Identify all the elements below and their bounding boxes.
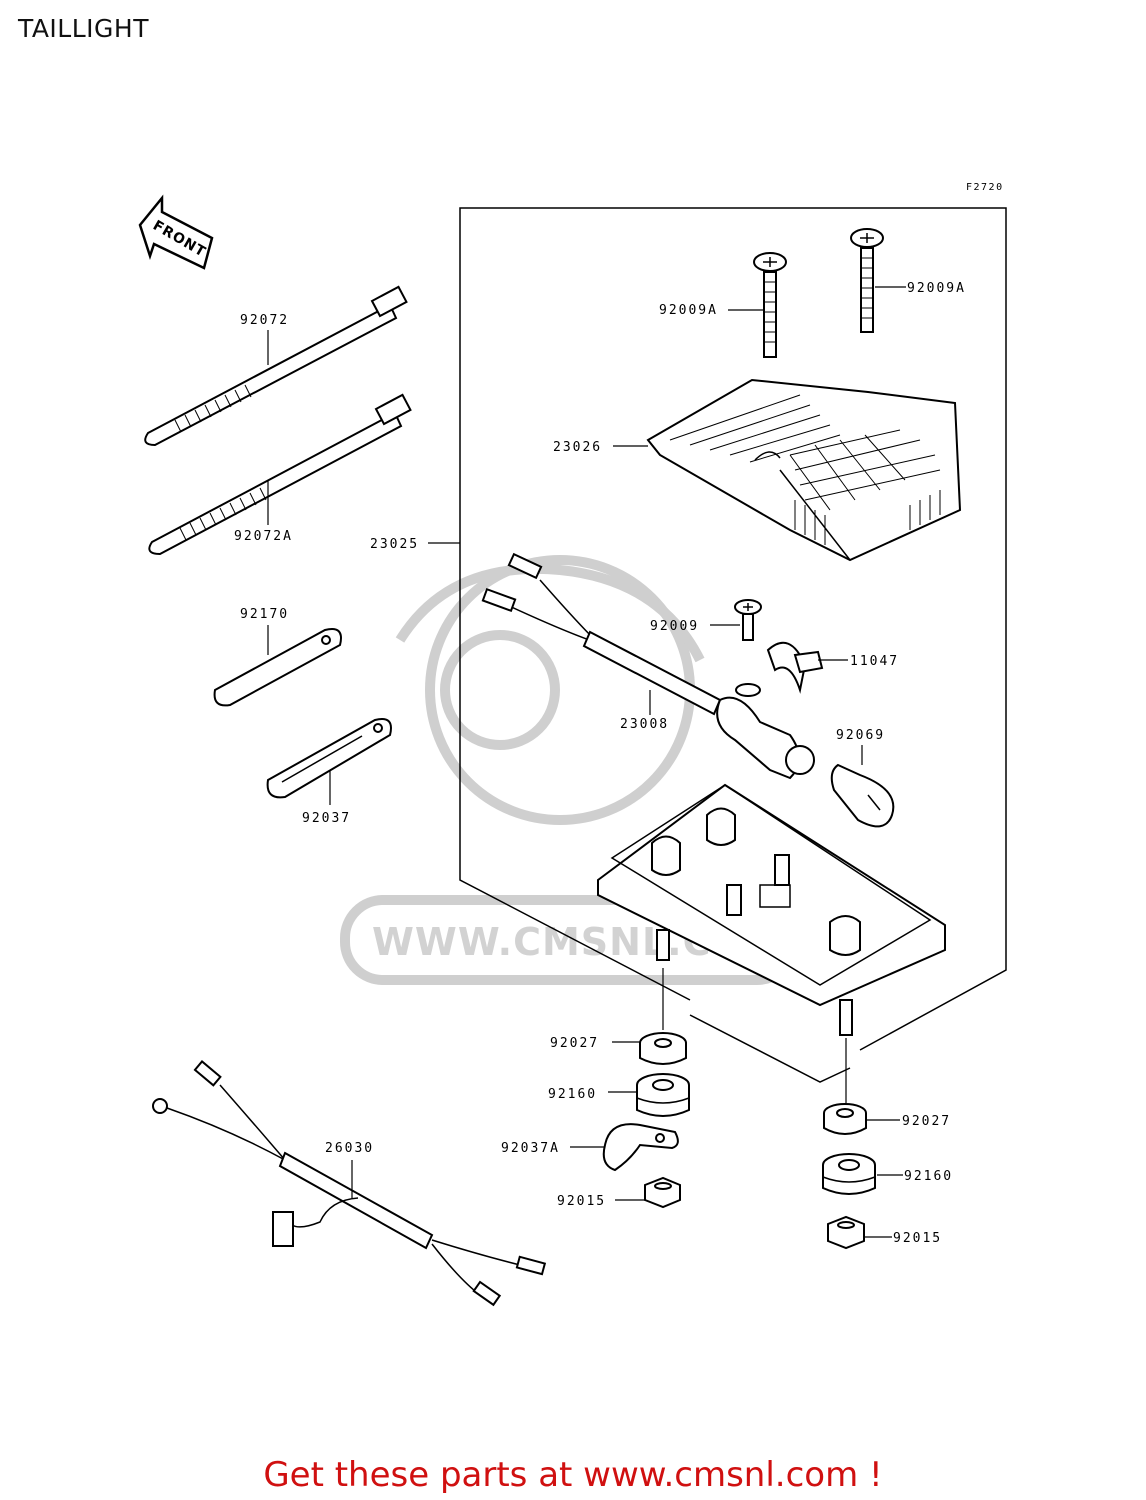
clamp-92037a-left	[602, 1123, 679, 1172]
socket-23008	[481, 552, 815, 780]
screw-92009a-left	[753, 252, 787, 358]
screw-92009	[734, 599, 762, 641]
page-title: TAILLIGHT	[18, 14, 149, 43]
callout-92027-left: 92027	[550, 1036, 599, 1051]
cable-tie-92072	[144, 285, 408, 447]
callout-92009: 92009	[650, 619, 699, 634]
strap-92037	[266, 718, 392, 799]
harness-26030	[152, 1060, 547, 1307]
cta-link[interactable]: Get these parts at www.cmsnl.com !	[263, 1455, 883, 1495]
callout-92072a: 92072A	[234, 529, 293, 544]
callout-92009a-left: 92009A	[659, 303, 718, 318]
callout-92015-right: 92015	[893, 1231, 942, 1246]
lens-23026	[646, 378, 962, 562]
base-housing	[597, 783, 946, 1036]
leader-lines	[267, 286, 906, 1238]
callout-92069: 92069	[836, 728, 885, 743]
callout-92037: 92037	[302, 811, 351, 826]
callout-92160-left: 92160	[548, 1087, 597, 1102]
nut-92015-left	[644, 1176, 681, 1209]
nut-92015-right	[827, 1215, 865, 1250]
callout-92015-left: 92015	[557, 1194, 606, 1209]
parts-diagram: WWW.CMSNL.COM F2720 FRONT	[138, 182, 1007, 1307]
clamp-11047	[735, 641, 824, 697]
callout-26030: 26030	[325, 1141, 374, 1156]
cable-tie-92072a	[148, 393, 412, 556]
callout-23025: 23025	[370, 537, 419, 552]
callout-92037a-left: 92037A	[501, 1141, 560, 1156]
damper-92027-left	[639, 1032, 687, 1065]
callout-11047: 11047	[850, 654, 899, 669]
damper-92027-right	[823, 1103, 867, 1135]
figure-code: F2720	[966, 182, 1004, 193]
grommet-92160-left	[636, 1073, 690, 1117]
callout-92160-right: 92160	[904, 1169, 953, 1184]
callout-92027-right: 92027	[902, 1114, 951, 1129]
callout-92072: 92072	[240, 313, 289, 328]
callout-92009a-right: 92009A	[907, 281, 966, 296]
callout-23008: 23008	[620, 717, 669, 732]
front-arrow-icon: FRONT	[138, 194, 214, 270]
grommet-92160-right	[822, 1153, 876, 1195]
assembly-bracket	[459, 207, 1007, 1051]
screw-92009a-right	[850, 228, 884, 333]
callout-23026: 23026	[553, 440, 602, 455]
strap-92170	[213, 628, 342, 707]
bulb-92069	[830, 763, 895, 828]
callout-92170: 92170	[240, 607, 289, 622]
